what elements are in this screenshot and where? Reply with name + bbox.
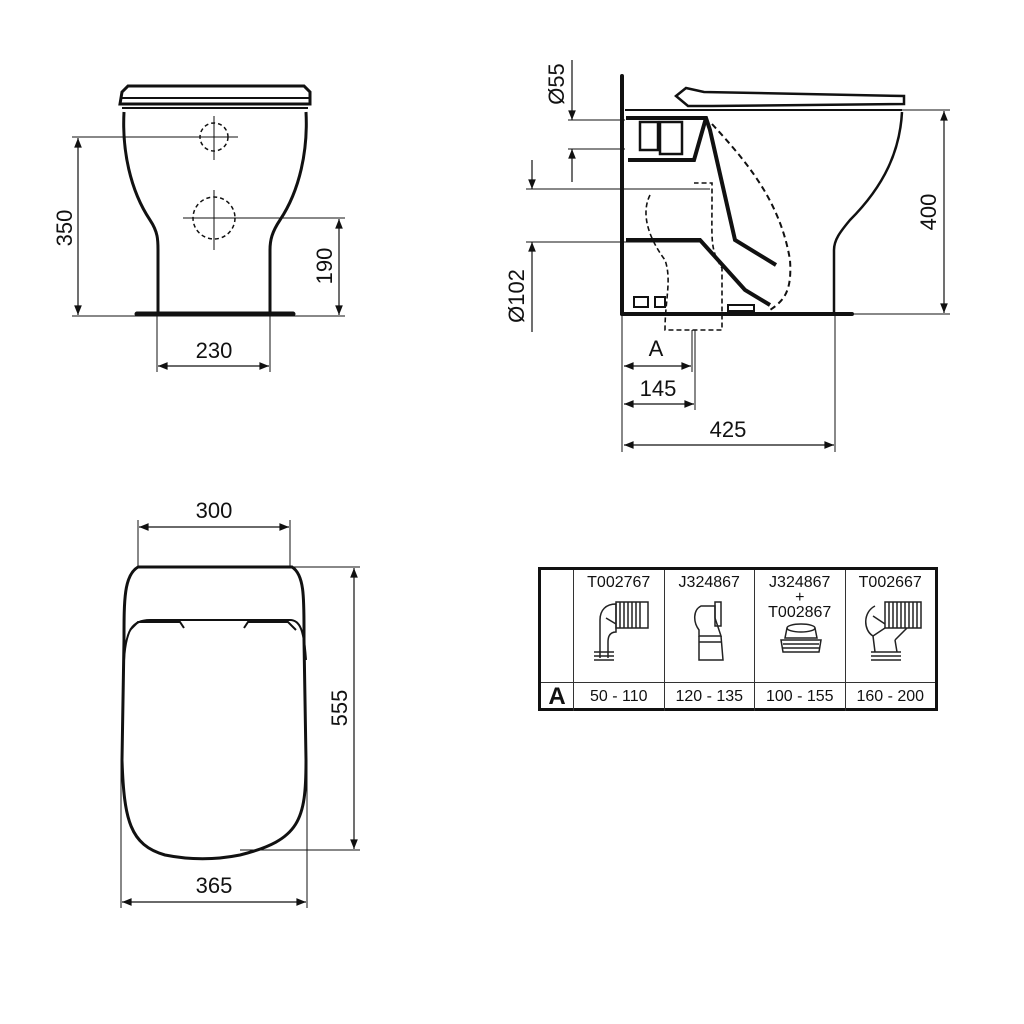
range-cell: 160 - 200	[844, 683, 936, 711]
table-header-cell: J324867	[663, 570, 754, 683]
connector-code: J324867	[769, 574, 831, 591]
side-A-label: A	[649, 336, 664, 361]
connector-code: T002767	[587, 574, 651, 591]
top-overall-width-label: 365	[196, 873, 233, 898]
connector-code: J324867	[678, 574, 740, 591]
side-height-label: 400	[916, 194, 941, 231]
table-header-cell: T002767	[573, 570, 664, 683]
top-view	[120, 520, 360, 908]
elbow-pan-connector-icon	[593, 601, 649, 661]
front-view	[72, 84, 345, 372]
offset-pan-connector-icon	[694, 601, 725, 661]
side-outlet-offset-label: 145	[640, 376, 677, 401]
range-cell: 100 - 155	[754, 683, 845, 711]
swept-elbow-connector-icon	[865, 601, 922, 661]
range-cell: 50 - 110	[573, 683, 664, 711]
connector-code-secondary: T002867	[768, 604, 832, 621]
front-height-label: 350	[52, 210, 77, 247]
front-base-width-label: 230	[196, 338, 233, 363]
connector-table: T002767 J324867 J324867 + T002867 T002	[538, 567, 938, 711]
table-header-cell: J324867 + T002867	[754, 570, 845, 683]
front-outlet-height-label: 190	[312, 248, 337, 285]
plus-sign: +	[795, 589, 805, 606]
row-label-A: A	[548, 683, 566, 710]
side-outlet-diameter-label: Ø102	[504, 269, 529, 323]
table-corner-cell	[541, 570, 573, 683]
side-view	[526, 60, 950, 452]
side-depth-label: 425	[710, 417, 747, 442]
connector-code: T002667	[858, 574, 922, 591]
top-length-label: 555	[327, 690, 352, 727]
top-width-label: 300	[196, 498, 233, 523]
range-cell: 120 - 135	[663, 683, 755, 711]
side-inlet-diameter-label: Ø55	[544, 63, 569, 105]
floor-collar-connector-icon	[779, 623, 822, 653]
table-header-cell: T002667	[844, 570, 935, 683]
